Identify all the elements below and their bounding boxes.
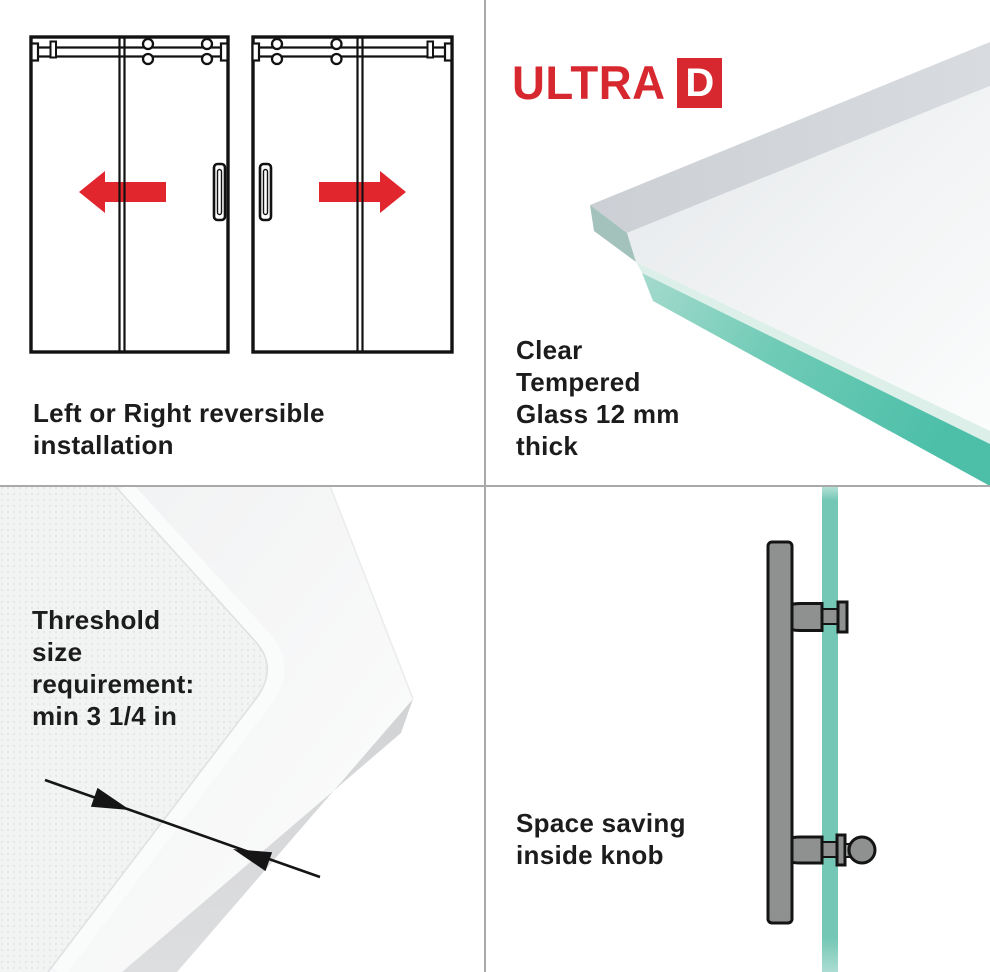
- threshold-caption: Threshold size requirement: min 3 1/4 in: [32, 605, 195, 731]
- wall-bracket: [49, 40, 57, 59]
- quadrant-divider-horizontal: [0, 485, 990, 487]
- door-slide-right-diagram: [251, 35, 454, 354]
- rail-end-cap: [443, 42, 453, 62]
- glass-corner-illustration: [590, 42, 990, 486]
- reversible-caption: Left or Right reversible installation: [33, 398, 325, 460]
- door-handle-icon: [212, 162, 227, 222]
- brand-name: ULTRA: [512, 56, 666, 109]
- glass-top-surface: [627, 86, 990, 431]
- door-reversible-diagram: [29, 35, 454, 354]
- glass-front-edge: [642, 273, 990, 486]
- section-reversible-installation: Left or Right reversible installation: [0, 0, 495, 486]
- rail-end-cap: [251, 42, 261, 62]
- glass-back-edge: [590, 42, 990, 233]
- brand-letter-box: D: [677, 58, 723, 108]
- knob-caption: Space saving inside knob: [516, 808, 686, 870]
- brand-logo: ULTRA D: [512, 56, 723, 109]
- section-threshold-size: Threshold size requirement: min 3 1/4 in: [0, 486, 495, 972]
- glass-corner-face: [590, 205, 636, 262]
- base-bevel-ridge: [51, 486, 285, 972]
- handle-knob-diagram: [766, 486, 877, 972]
- rail-end-cap: [30, 42, 40, 62]
- glass-panel-strip: [822, 486, 838, 972]
- section-tempered-glass: ULTRA D Clear Tempered Glass 12 mm thick: [495, 0, 990, 486]
- door-slide-left-diagram: [29, 35, 230, 354]
- roller-icon: [270, 37, 343, 66]
- measure-arrow-icon: [44, 778, 321, 879]
- base-tray-floor: [0, 486, 268, 972]
- door-handle-bar: [766, 540, 794, 925]
- rail-end-cap: [219, 42, 229, 62]
- glass-caption: Clear Tempered Glass 12 mm thick: [516, 335, 680, 461]
- roller-icon: [141, 37, 214, 66]
- knob-ball: [847, 835, 877, 865]
- base-threshold-rim: [48, 486, 413, 972]
- left-arrow-icon: [79, 171, 166, 213]
- section-inside-knob: Space saving inside knob: [495, 486, 990, 972]
- shower-base-illustration: [0, 486, 414, 972]
- door-handle-icon: [258, 162, 273, 222]
- wall-bracket: [426, 40, 434, 59]
- glass-front-bevel: [636, 262, 990, 444]
